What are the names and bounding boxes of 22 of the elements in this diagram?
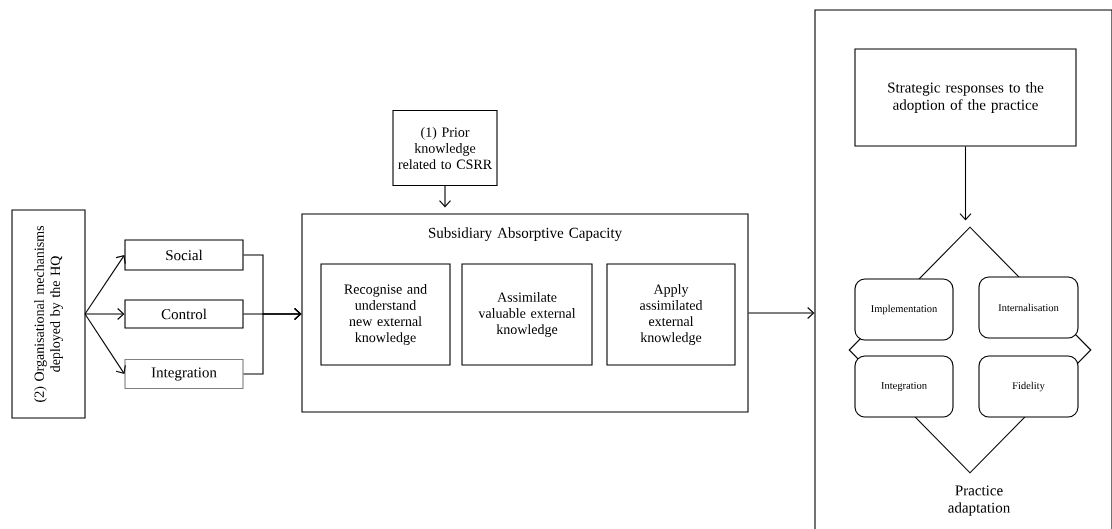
rounded-box: Fidelity <box>978 355 1079 418</box>
arrow <box>84 313 126 374</box>
arrow <box>84 307 125 321</box>
arrow <box>84 255 126 315</box>
process-box: Assimilate valuable external knowledge <box>461 263 593 366</box>
process-box: Recognise and understand new external knowledge <box>320 263 451 366</box>
process-box: Strategic responses to the adoption of the practice <box>854 48 1077 147</box>
process-box: Integration <box>124 358 244 390</box>
rounded-box: Internalisation <box>978 276 1079 339</box>
process-box: (1) Prior knowledge related to CSRR <box>392 109 498 187</box>
process-box: Control <box>124 299 244 329</box>
rounded-box: Integration <box>854 355 954 418</box>
node-caption: Practice adaptation <box>948 485 1011 516</box>
process-box: Social <box>124 239 244 271</box>
arrow <box>959 146 972 221</box>
rounded-box: Implementation <box>854 278 954 341</box>
mechanisms-box: (2) Organisational mechanisms deployed by the HQ <box>11 209 86 419</box>
process-box: Apply assimilated external knowledge <box>606 263 736 366</box>
arrow <box>243 307 302 375</box>
outer-panel <box>814 9 1112 529</box>
arrow <box>438 185 452 208</box>
arrow <box>748 306 815 320</box>
